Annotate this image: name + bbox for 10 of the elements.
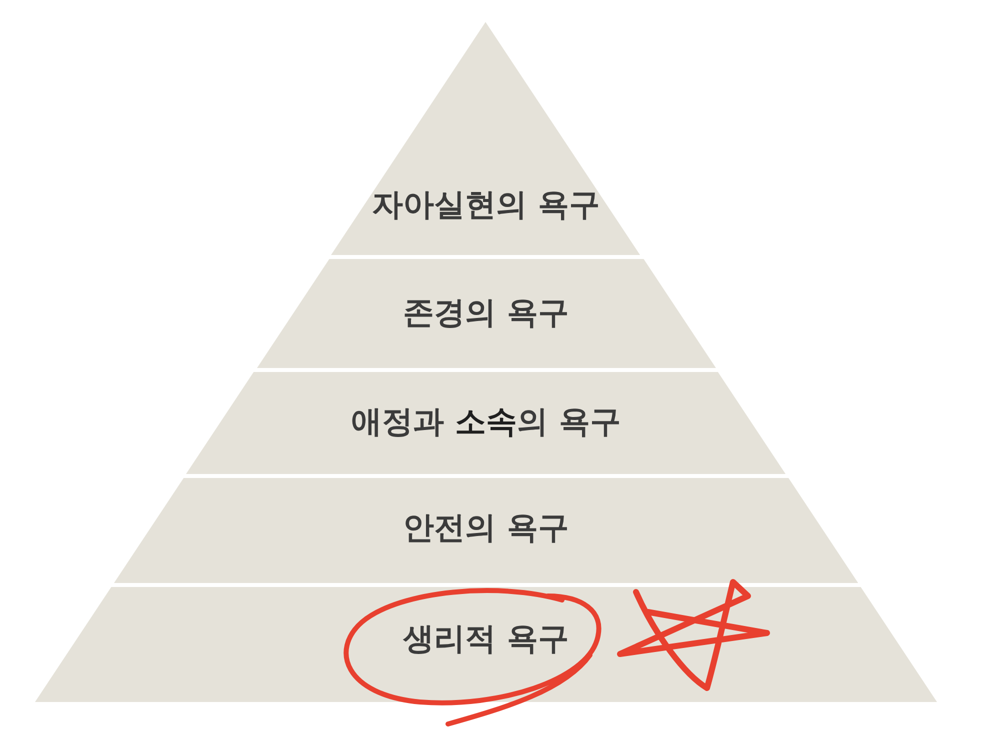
tier-label: 애정과 소속의 욕구 — [351, 404, 621, 440]
tier-label: 안전의 욕구 — [403, 510, 569, 546]
pyramid-tier — [256, 259, 716, 368]
tier-label: 자아실현의 욕구 — [372, 187, 600, 223]
tier-label: 생리적 욕구 — [403, 621, 569, 657]
pyramid-tier — [35, 587, 937, 702]
pyramid-tier — [114, 478, 858, 583]
pyramid-tier — [331, 22, 641, 255]
tier-label: 존경의 욕구 — [403, 295, 569, 331]
pyramid-tier — [186, 372, 786, 474]
